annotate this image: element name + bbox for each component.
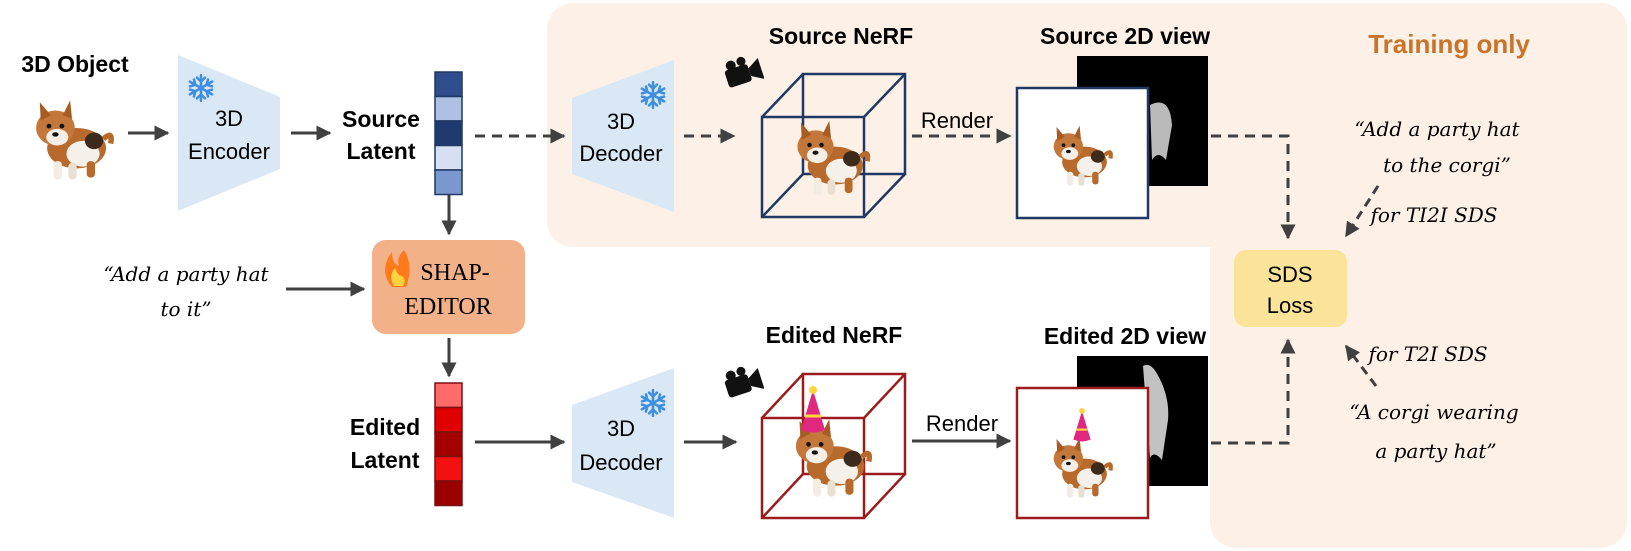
- source-view-title: Source 2D view: [1040, 23, 1210, 49]
- latent-cell: [434, 431, 463, 458]
- source-nerf-cube: [760, 72, 907, 219]
- instruction-text-2: to it”: [160, 297, 211, 321]
- edited-nerf-title: Edited NeRF: [766, 322, 903, 348]
- render-label-bottom: Render: [926, 411, 998, 436]
- training-only-panel-sds: [1210, 3, 1627, 548]
- latent-cell: [434, 95, 463, 122]
- edited-decoder-label-1: 3D: [607, 416, 635, 441]
- source-latent-vector: [434, 71, 463, 196]
- sds-loss-label-2: Loss: [1267, 293, 1313, 318]
- sds-loss-label-1: SDS: [1267, 262, 1312, 287]
- edited-view-image: [1015, 386, 1150, 520]
- shap-editor-label-1: SHAP-: [420, 260, 489, 286]
- t2i-label: for T2I SDS: [1366, 342, 1487, 366]
- latent-cell: [434, 480, 463, 507]
- object-title: 3D Object: [21, 51, 129, 77]
- edited-decoder-trapezoid: [572, 368, 674, 518]
- encoder-trapezoid: [178, 55, 280, 211]
- source-latent-label-2: Latent: [347, 138, 416, 164]
- t2i-prompt-2: a party hat”: [1375, 439, 1496, 463]
- edited-latent-vector: [434, 382, 463, 507]
- sds-loss-box: [1234, 250, 1347, 327]
- ti2i-prompt-2: to the corgi”: [1383, 153, 1511, 177]
- source-view-image: [1015, 86, 1150, 220]
- encoder-label-1: 3D: [215, 106, 243, 131]
- edited-latent-label-1: Edited: [350, 414, 420, 440]
- training-only-label: Training only: [1368, 29, 1530, 59]
- shap-editor-label-2: EDITOR: [404, 294, 492, 320]
- render-label-top: Render: [921, 108, 993, 133]
- latent-cell: [434, 382, 463, 409]
- latent-cell: [434, 406, 463, 433]
- edited-latent-label-2: Latent: [351, 447, 420, 473]
- encoder-label-2: Encoder: [188, 139, 270, 164]
- edited-decoder-label-2: Decoder: [579, 450, 662, 475]
- latent-cell: [434, 169, 463, 196]
- party-hat-icon: [799, 386, 827, 434]
- t2i-prompt-1: “A corgi wearing: [1349, 400, 1518, 424]
- latent-cell: [434, 120, 463, 147]
- instruction-text-1: “Add a party hat: [103, 262, 269, 286]
- camera-icon: [724, 366, 764, 401]
- source-decoder-label-1: 3D: [607, 109, 635, 134]
- edited-view-title: Edited 2D view: [1044, 323, 1206, 349]
- shap-editor-box: [372, 240, 525, 334]
- fire-icon: [385, 250, 410, 287]
- latent-cell: [434, 71, 463, 98]
- source-nerf-title: Source NeRF: [769, 23, 913, 49]
- ti2i-label: for TI2I SDS: [1368, 203, 1497, 227]
- corgi-image: [36, 100, 111, 179]
- latent-cell: [434, 455, 463, 482]
- ti2i-prompt-1: “Add a party hat: [1354, 117, 1520, 141]
- source-decoder-label-2: Decoder: [579, 141, 662, 166]
- source-latent-label-1: Source: [342, 106, 420, 132]
- latent-cell: [434, 144, 463, 171]
